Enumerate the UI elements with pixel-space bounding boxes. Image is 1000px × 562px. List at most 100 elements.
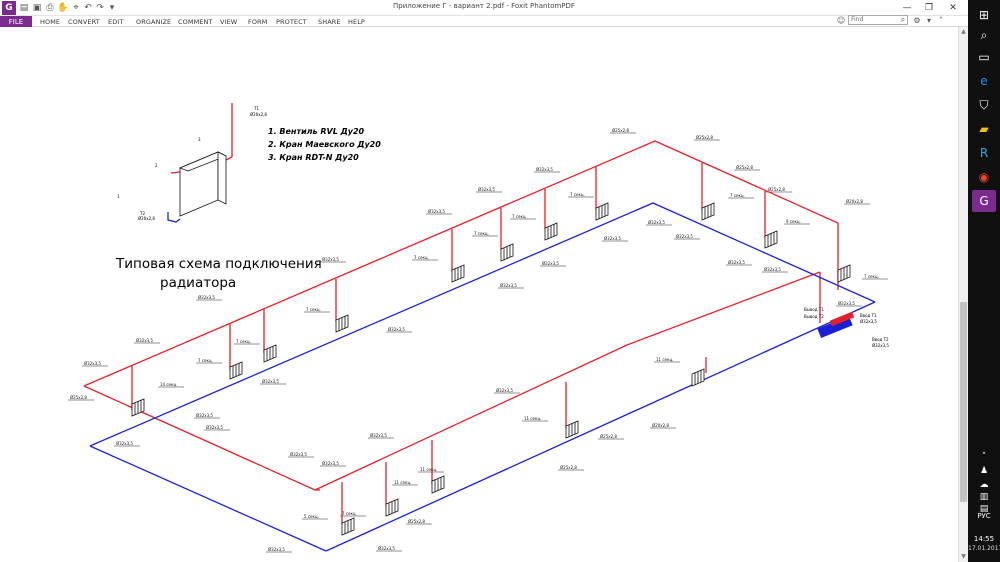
clock-time[interactable]: 14:55 xyxy=(973,535,995,543)
tab-share[interactable]: SHARE xyxy=(318,18,341,26)
tab-view[interactable]: VIEW xyxy=(220,18,238,26)
pipe-label: 7 секц. xyxy=(342,511,357,516)
clock-date[interactable]: 17.01.2017 xyxy=(968,545,1000,552)
pipe-label: Ø32х3,5 xyxy=(536,167,553,172)
detail-label-t2: Т2 xyxy=(139,211,145,216)
drawing-subtitle: радиатора xyxy=(160,275,236,291)
customize-dropdown-icon[interactable]: ▾ xyxy=(109,3,115,13)
pipe-label: Ø32х3,5 xyxy=(604,236,621,241)
tab-edit[interactable]: EDIT xyxy=(108,18,124,26)
pipe-label: 14 секц. xyxy=(160,382,177,387)
redo-icon[interactable]: ↷ xyxy=(96,3,104,13)
vertical-scrollbar[interactable]: ▲ ▼ xyxy=(958,27,968,562)
search-icon[interactable]: ⌕ xyxy=(900,15,906,24)
pipe-label: Ø32х3,5 xyxy=(388,327,405,332)
tab-convert[interactable]: CONVERT xyxy=(68,18,100,26)
pipe-label: Ø25х2,8 xyxy=(612,128,629,133)
leader-lines xyxy=(68,132,888,553)
close-button[interactable]: ✕ xyxy=(949,2,957,13)
pipe-label: 7 секц. xyxy=(474,231,489,236)
print-icon[interactable]: ⎙ xyxy=(46,3,54,13)
pipe-label: Ø32х3,5 xyxy=(322,257,339,262)
select-tool-icon[interactable]: ⌖ xyxy=(73,3,79,13)
pipe-labels: Ø32х3,5Ø25х2,8Ø32х3,5Ø32х3,5Ø32х3,5Ø32х3… xyxy=(70,128,879,552)
collapse-ribbon-icon[interactable]: ˄ xyxy=(939,15,943,25)
pipe-label: Ø32х3,5 xyxy=(378,546,395,551)
pipe-label: Ø25х2,8 xyxy=(408,519,425,524)
windows-taskbar: ⊞ ⌕ ▭ e ⛉ ▰ R ◉ G ˄ ♟ ☁ ▥ ▤ РУС 14:55 17… xyxy=(968,0,1000,562)
pipe-label: Ø32х3,5 xyxy=(262,379,279,384)
tray-expand-icon[interactable]: ˄ xyxy=(981,452,987,462)
detail-label-1: 1 xyxy=(117,194,120,199)
tab-home[interactable]: HOME xyxy=(40,18,61,26)
pipe-label: 7 секц. xyxy=(236,339,251,344)
pipe-label: Ø32х3,5 xyxy=(198,295,215,300)
pipe-label: 7 секц. xyxy=(570,192,585,197)
pipe-label: Ø32х3,5 xyxy=(838,301,855,306)
label-inlet-size-2: Ø32х3,5 xyxy=(872,343,889,348)
language-indicator[interactable]: РУС xyxy=(977,512,991,520)
pipe-label: Ø32х3,5 xyxy=(542,261,559,266)
pipe-label: Ø32х3,5 xyxy=(268,547,285,552)
piping-drawing: Ø32х3,5Ø25х2,8Ø32х3,5Ø32х3,5Ø32х3,5Ø32х3… xyxy=(68,103,889,553)
pipe-label: Ø20х2,8 xyxy=(846,199,863,204)
open-icon[interactable]: ▤ xyxy=(19,3,29,13)
detail-label-t1: Т1 xyxy=(253,106,259,111)
detail-label-2: 2 xyxy=(155,163,158,168)
save-icon[interactable]: ▣ xyxy=(32,3,42,13)
maximize-button[interactable]: ❐ xyxy=(924,2,934,13)
onedrive-icon[interactable]: ☁ xyxy=(979,480,989,490)
find-input[interactable]: Find xyxy=(848,15,908,25)
task-view-icon[interactable]: ▭ xyxy=(978,50,990,64)
return-pipework xyxy=(89,202,876,552)
label-inlet-t1: Ввод Т1 xyxy=(860,313,877,318)
settings-icon[interactable]: ⚙ xyxy=(913,15,921,25)
revit-icon[interactable]: R xyxy=(979,146,989,160)
user-icon[interactable]: ☺ xyxy=(836,15,846,25)
tab-file[interactable]: FILE xyxy=(0,16,32,27)
supply-pipework xyxy=(83,103,839,525)
pipe-label: 11 секц. xyxy=(394,480,411,485)
detail-radiator xyxy=(178,151,227,217)
scroll-up-icon[interactable]: ▲ xyxy=(961,28,966,35)
foxit-taskbar-icon[interactable]: G xyxy=(972,190,996,212)
pipe-label: Ø32х3,5 xyxy=(290,452,307,457)
tab-protect[interactable]: PROTECT xyxy=(276,18,307,26)
network-icon[interactable]: ▥ xyxy=(979,492,989,502)
chevron-down-icon[interactable]: ▾ xyxy=(926,15,931,25)
detail-label-3: 3 xyxy=(198,137,201,142)
hand-tool-icon[interactable]: ✋ xyxy=(57,3,69,13)
pipe-label: Ø32х3,5 xyxy=(676,234,693,239)
search-icon[interactable]: ⌕ xyxy=(980,27,988,42)
store-icon[interactable]: ⛉ xyxy=(979,97,989,112)
pipe-label: Ø25х2,8 xyxy=(768,187,785,192)
chrome-icon[interactable]: ◉ xyxy=(978,170,990,184)
undo-icon[interactable]: ↶ xyxy=(84,3,92,13)
notifications-icon[interactable]: ▤ xyxy=(979,504,989,514)
pipe-label: 7 секц. xyxy=(306,307,321,312)
pipe-label: 7 секц. xyxy=(730,193,745,198)
file-explorer-icon[interactable]: ▰ xyxy=(979,122,989,136)
pipe-label: Ø20х2,8 xyxy=(652,423,669,428)
minimize-button[interactable]: — xyxy=(902,2,912,13)
label-inlet-size: Ø32х3,5 xyxy=(860,319,877,324)
tab-comment[interactable]: COMMENT xyxy=(178,18,213,26)
tab-help[interactable]: HELP xyxy=(348,18,365,26)
start-icon[interactable]: ⊞ xyxy=(978,8,990,22)
pipe-label: Ø32х3,5 xyxy=(478,187,495,192)
scroll-down-icon[interactable]: ▼ xyxy=(961,553,966,560)
edge-icon[interactable]: e xyxy=(980,74,988,88)
tab-form[interactable]: FORM xyxy=(248,18,268,26)
pipe-label: 7 секц. xyxy=(512,214,527,219)
pipe-label: Ø25х2,8 xyxy=(600,434,617,439)
drawing-title: Типовая схема подключения xyxy=(115,256,322,272)
tab-organize[interactable]: ORGANIZE xyxy=(136,18,172,26)
people-icon[interactable]: ♟ xyxy=(979,466,989,476)
scroll-thumb[interactable] xyxy=(960,302,967,502)
foxit-logo-icon[interactable]: G xyxy=(2,1,16,15)
label-inlet-t2: Ввод Т2 xyxy=(872,337,889,342)
pipe-label: 7 секц. xyxy=(198,358,213,363)
title-bar: G ▤ ▣ ⎙ ✋ ⌖ ↶ ↷ ▾ Приложение Г - вариант… xyxy=(0,0,968,16)
pipe-label: Ø32х3,5 xyxy=(764,267,781,272)
